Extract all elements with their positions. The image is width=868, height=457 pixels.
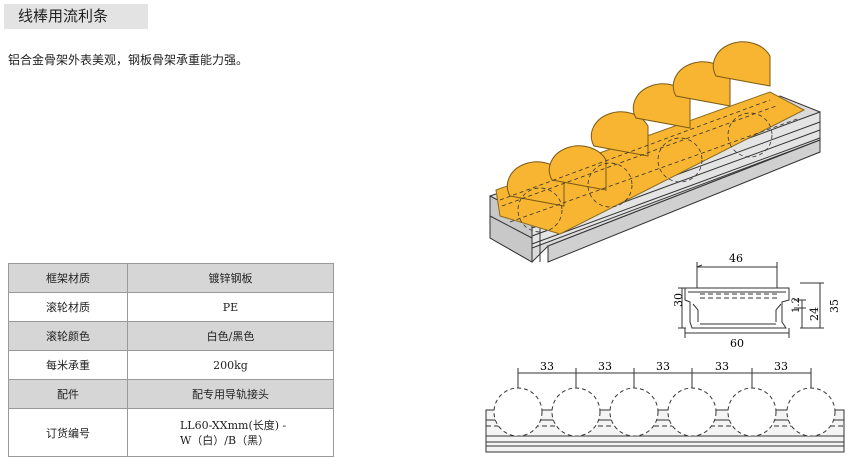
spec-value: 镀锌钢板 <box>127 263 334 293</box>
spec-table: 框架材质 镀锌钢板 滚轮材质 PE 滚轮颜色 白色/黑色 每米承重 200kg … <box>8 263 334 457</box>
side-view-drawing: 33 33 33 33 33 <box>485 360 845 453</box>
order-code-line: W（白）/B（黑） <box>180 433 270 447</box>
spec-key: 订货编号 <box>8 408 128 457</box>
dim-left-height: 30 <box>672 293 685 307</box>
dim-inner-height: 24 <box>808 307 821 321</box>
spec-row: 订货编号 LL60-XXmm(长度) - W（白）/B（黑） <box>8 408 334 457</box>
dim-right-height: 35 <box>828 299 841 313</box>
pitch-label: 33 <box>598 360 612 373</box>
product-description: 铝合金骨架外表美观，钢板骨架承重能力强。 <box>8 53 249 67</box>
spec-row: 框架材质 镀锌钢板 <box>8 263 334 293</box>
dim-bottom-width: 60 <box>730 337 744 350</box>
spec-key: 每米承重 <box>8 350 128 380</box>
pitch-label: 33 <box>715 360 729 373</box>
spec-value: LL60-XXmm(长度) - W（白）/B（黑） <box>127 408 334 457</box>
pitch-label: 33 <box>774 360 788 373</box>
spec-key: 滚轮材质 <box>8 292 128 322</box>
page-title: 线棒用流利条 <box>4 4 148 29</box>
spec-key: 滚轮颜色 <box>8 321 128 351</box>
cross-section-drawing: 46 60 30 35 24 1.2 <box>672 252 841 350</box>
dim-top-width: 46 <box>729 252 743 265</box>
order-code-line: LL60-XXmm(长度) - <box>180 418 287 432</box>
spec-row: 滚轮颜色 白色/黑色 <box>8 321 334 351</box>
pitch-label: 33 <box>540 360 554 373</box>
dim-step: 1.2 <box>791 297 802 313</box>
spec-value: 白色/黑色 <box>127 321 334 351</box>
spec-value: 配专用导轨接头 <box>127 379 334 409</box>
pitch-label: 33 <box>656 360 670 373</box>
spec-row: 滚轮材质 PE <box>8 292 334 322</box>
